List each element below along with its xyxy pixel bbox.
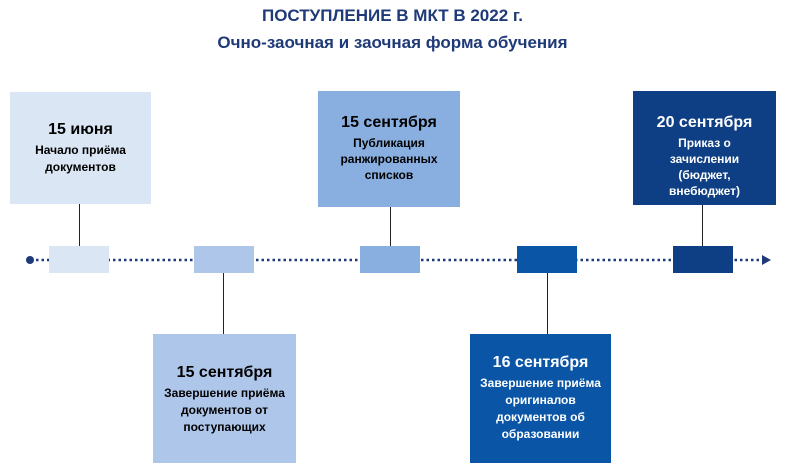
connector-4 [547,273,548,334]
timeline-marker-5 [673,246,733,273]
event-description: Завершение приёма оригиналов документов … [480,376,601,441]
timeline-marker-3 [360,246,420,273]
connector-3 [390,207,391,246]
timeline-marker-1 [49,246,109,273]
timeline-marker-4 [517,246,577,273]
timeline-marker-2 [194,246,254,273]
connector-1 [79,204,80,246]
event-description: Приказ о зачислении (бюджет, внебюджет) [669,136,740,198]
event-date: 15 июня [48,121,113,138]
event-card-2: 15 сентября Завершение приёма документов… [153,334,296,463]
timeline-arrow-head [762,255,771,265]
event-card-4: 16 сентября Завершение приёма оригиналов… [470,334,611,463]
event-date: 16 сентября [492,354,589,371]
event-card-5: 20 сентября Приказ о зачислении (бюджет,… [633,91,776,205]
event-description: Публикация ранжированных списков [340,136,438,182]
diagram-title: ПОСТУПЛЕНИЕ В МКТ В 2022 г. [261,6,523,25]
diagram-subtitle: Очно-заочная и заочная форма обучения [217,33,568,52]
event-description: Начало приёма документов [35,143,126,174]
event-card-3: 15 сентября Публикация ранжированных спи… [318,91,460,207]
event-date: 15 сентября [341,114,437,131]
connector-2 [223,273,224,334]
timeline-start-dot [26,256,34,264]
event-date: 20 сентября [656,114,753,131]
connector-5 [702,205,703,246]
event-card-1: 15 июня Начало приёма документов [10,92,151,204]
event-description: Завершение приёма документов от поступаю… [164,386,285,434]
event-date: 15 сентября [176,364,273,381]
